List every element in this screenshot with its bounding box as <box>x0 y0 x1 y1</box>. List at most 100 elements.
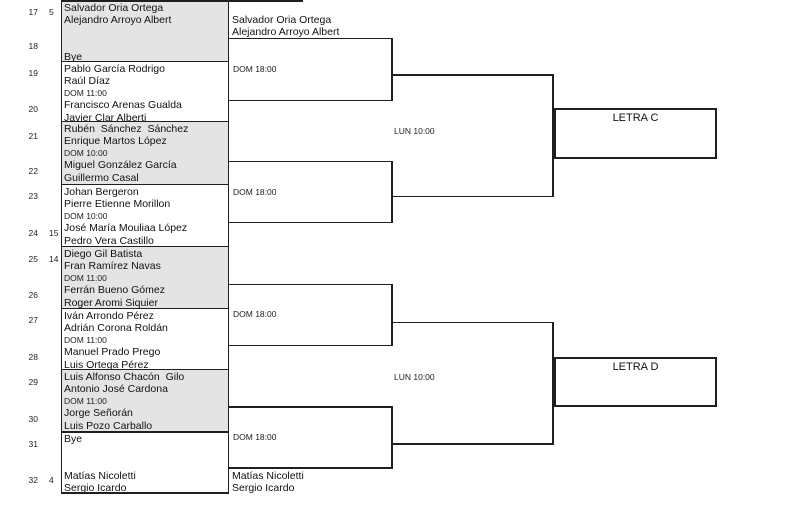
bracket-line <box>391 283 393 347</box>
team-name: Matías Nicoletti <box>64 469 136 482</box>
position-number: 32 <box>28 475 38 485</box>
position-number: 25 <box>28 254 38 264</box>
match-time: DOM 18:00 <box>233 432 277 442</box>
seed-number: 4 <box>49 475 54 485</box>
bracket-line <box>229 406 393 408</box>
match-21-22: Rubén Sánchez Sánchez Enrique Martos Lóp… <box>61 120 228 184</box>
team-name: Diego Gil Batista <box>64 247 143 260</box>
bracket-line <box>229 221 393 224</box>
match-time: DOM 11:00 <box>64 273 107 284</box>
match-time: DOM 18:00 <box>233 63 277 74</box>
bracket-line <box>229 344 393 347</box>
bracket-line <box>60 183 229 186</box>
bracket-line <box>60 60 229 63</box>
match-time: DOM 10:00 <box>64 211 108 222</box>
bracket-line <box>391 195 554 198</box>
final-box-letra-c: LETRA C <box>554 107 717 159</box>
position-number: 20 <box>28 103 38 114</box>
position-number: 17 <box>28 6 38 17</box>
bracket-line <box>227 0 230 494</box>
team-name: Luis Pozo Carballo <box>64 419 153 432</box>
bracket-line <box>60 492 229 494</box>
position-number: 19 <box>28 67 38 78</box>
match-19-20: Pablo García Rodrigo Raúl Díaz DOM 11:00… <box>61 61 228 124</box>
position-number: 27 <box>28 315 38 325</box>
bracket-line <box>229 99 393 102</box>
match-29-30: Luis Alfonso Chacón Gilo Antonio José Ca… <box>61 368 228 432</box>
bracket-line <box>552 74 554 198</box>
team-name: Enrique Martos López <box>64 134 167 147</box>
position-number: 23 <box>28 191 38 201</box>
bracket-line <box>391 443 554 445</box>
bracket-line <box>60 0 63 494</box>
position-number: 28 <box>28 351 38 362</box>
match-23-24: Johan Bergeron Pierre Etienne Morillon D… <box>61 184 228 247</box>
position-number: 26 <box>28 289 38 300</box>
position-number: 29 <box>28 376 38 387</box>
team-name: Johan Bergeron <box>64 185 139 198</box>
advancing-team: Alejandro Arroyo Albert <box>232 26 340 38</box>
match-31-32: Bye Matías Nicoletti Sergio Icardo <box>61 431 228 494</box>
bracket-line <box>60 431 229 433</box>
team-name: Bye <box>64 433 83 445</box>
team-name: Bye <box>64 51 83 63</box>
position-number: 24 <box>28 228 38 238</box>
bracket-line <box>60 120 229 123</box>
match-27-28: Iván Arrondo Pérez Adrián Corona Roldán … <box>61 308 228 371</box>
match-time: LUN 10:00 <box>394 372 435 382</box>
seed-number: 14 <box>49 254 59 264</box>
match-17-18: Salvador Oria Ortega Alejandro Arroyo Al… <box>61 0 228 63</box>
bracket-line <box>229 467 393 469</box>
team-name: Luis Alfonso Chacón Gilo <box>64 370 185 383</box>
position-number: 30 <box>28 414 38 424</box>
team-name: Alejandro Arroyo Albert <box>64 14 172 27</box>
team-name: José María Mouliaa López <box>64 222 188 235</box>
team-name: Jorge Señorán <box>64 407 133 420</box>
team-name: Rubén Sánchez Sánchez <box>64 122 189 135</box>
final-label: LETRA D <box>612 361 659 373</box>
match-time: LUN 10:00 <box>394 125 435 136</box>
bracket-line <box>391 37 393 102</box>
team-name: Francisco Arenas Gualda <box>64 99 182 112</box>
match-time: DOM 11:00 <box>64 335 107 346</box>
position-number: 31 <box>28 438 38 449</box>
team-name: Guillermo Casal <box>64 171 139 184</box>
bracket-line <box>60 0 229 2</box>
match-time: DOM 18:00 <box>233 309 277 319</box>
team-name: Adrián Corona Roldán <box>64 321 168 334</box>
bracket-line <box>60 368 229 371</box>
advancing-team: Sergio Icardo <box>232 482 295 495</box>
team-name: Manuel Prado Prego <box>64 346 161 359</box>
match-time: DOM 11:00 <box>64 88 107 99</box>
bracket-line <box>60 307 229 310</box>
bracket-line <box>60 245 229 248</box>
team-name: Pablo García Rodrigo <box>64 62 165 75</box>
match-time: DOM 18:00 <box>233 186 277 197</box>
final-label: LETRA C <box>612 111 659 124</box>
team-name: Pierre Etienne Morillon <box>64 197 171 210</box>
bracket-line <box>391 321 554 324</box>
position-number: 22 <box>28 165 38 176</box>
bracket-line <box>391 406 393 469</box>
final-box-letra-d: LETRA D <box>554 357 717 407</box>
bracket-line <box>552 321 554 445</box>
match-time: DOM 11:00 <box>64 396 107 407</box>
advancing-team: Matías Nicoletti <box>232 470 304 482</box>
team-name: Raúl Díaz <box>64 74 111 87</box>
bracket-line <box>227 0 303 2</box>
bracket-line <box>229 283 393 286</box>
bracket-line <box>391 74 554 76</box>
seed-number: 15 <box>49 228 59 238</box>
team-name: Luis Ortega Pérez <box>64 358 149 371</box>
team-name: Fran Ramírez Navas <box>64 259 161 272</box>
bracket-line <box>229 160 393 163</box>
team-name: Roger Aromi Siquier <box>64 296 158 309</box>
position-number: 18 <box>28 40 38 51</box>
match-25-26: Diego Gil Batista Fran Ramírez Navas DOM… <box>61 245 228 309</box>
match-time: DOM 10:00 <box>64 148 108 159</box>
team-name: Sergio Icardo <box>64 482 127 494</box>
advancing-team: Salvador Oria Ortega <box>232 13 332 26</box>
bracket-line <box>229 37 393 40</box>
team-name: Salvador Oria Ortega <box>64 2 164 14</box>
